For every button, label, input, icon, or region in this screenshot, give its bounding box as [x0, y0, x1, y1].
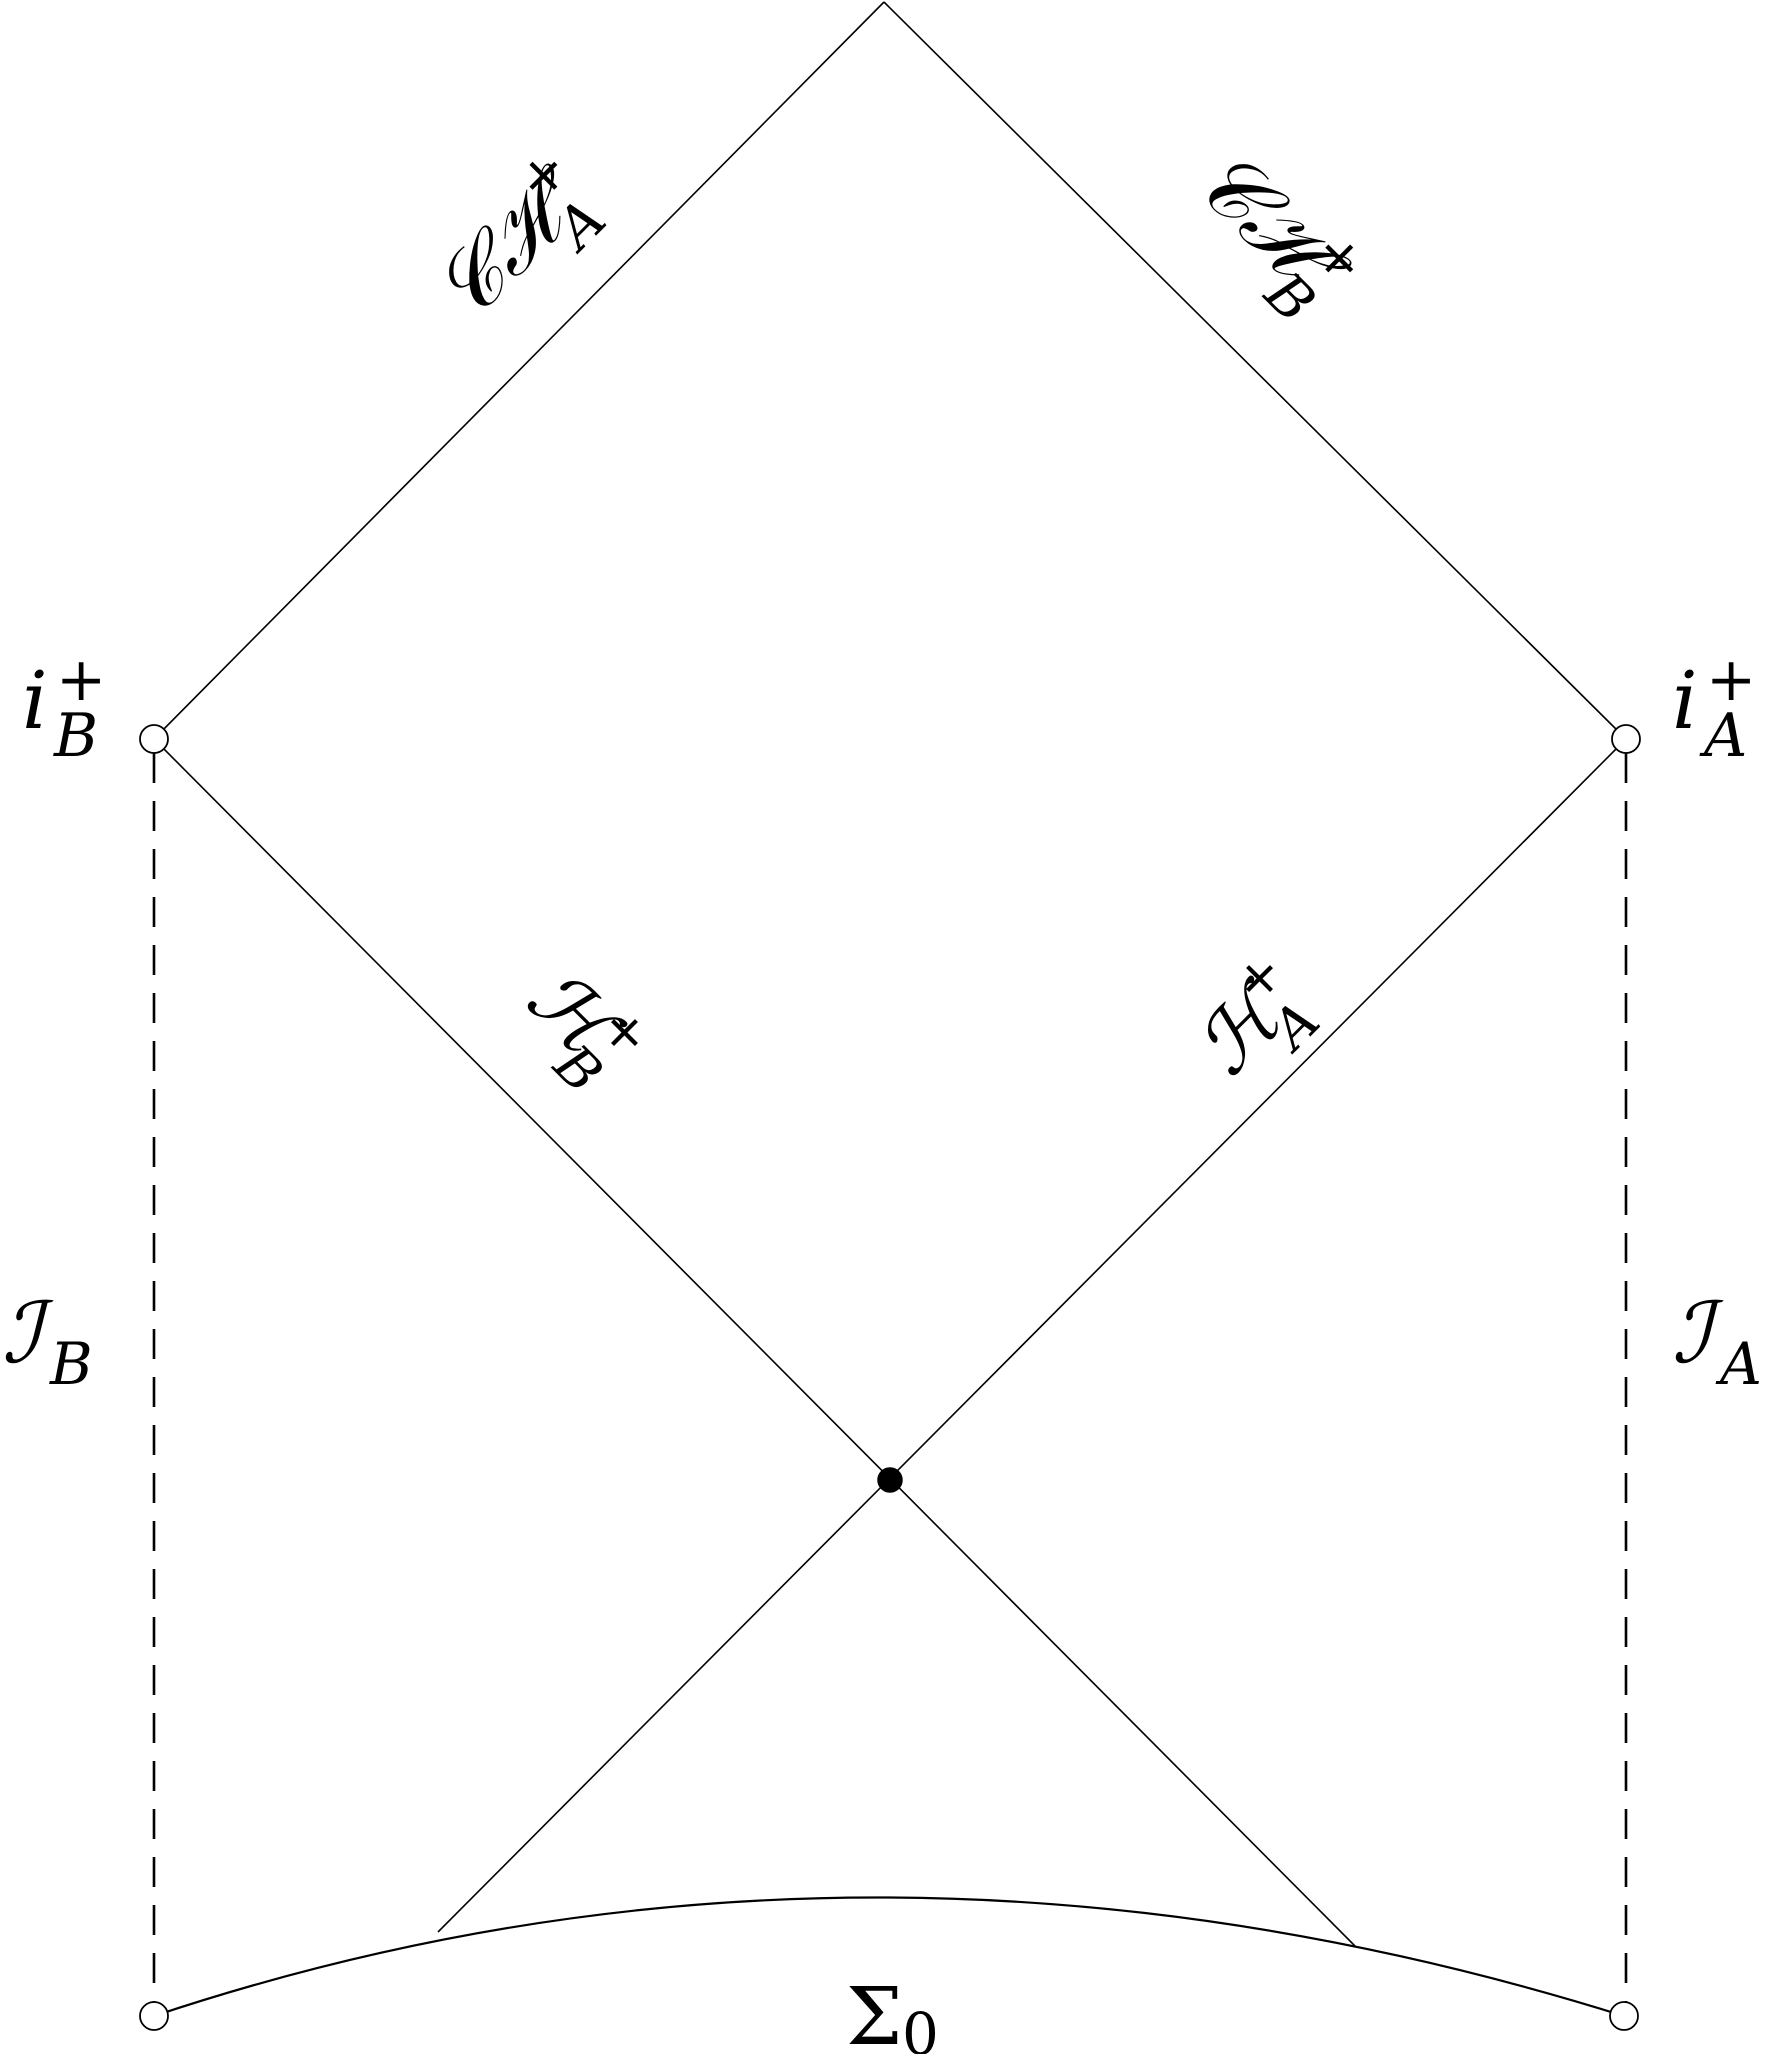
timelike-infinity-b-sub: B	[53, 701, 98, 771]
cauchy-horizon-a-label: 𝒞ℋ + A	[414, 136, 619, 340]
timelike-infinity-a-sup: +	[1706, 645, 1756, 715]
timelike-infinity-b-sup: +	[56, 645, 106, 715]
timelike-infinity-a-symbol: i	[1672, 654, 1698, 747]
event-horizon-a-line	[437, 738, 1627, 1933]
null-infinity-a-sub: A	[1715, 1330, 1762, 1398]
initial-surface-curve	[153, 1896, 1625, 2018]
initial-surface-symbol: Σ	[846, 1970, 903, 2054]
initial-surface-sub: 0	[902, 2000, 939, 2054]
bifurcation-sphere-point	[877, 1467, 903, 1493]
null-infinity-a-label: ℐ A	[1672, 1284, 1762, 1398]
cauchy-horizon-a-line	[153, 1, 885, 740]
cauchy-horizon-b-line	[883, 1, 1627, 740]
timelike-infinity-b-symbol: i	[22, 654, 48, 747]
timelike-infinity-a-label: i + A	[1672, 645, 1756, 771]
timelike-infinity-b-label: i + B	[22, 645, 106, 771]
event-horizon-b-label: ℋ + B	[510, 951, 664, 1106]
future-timelike-infinity-b-point	[139, 724, 169, 754]
null-infinity-b-label: ℐ B	[2, 1284, 93, 1398]
bottom-right-point	[1609, 2001, 1639, 2031]
null-infinity-a-symbol: ℐ	[1672, 1284, 1724, 1382]
bottom-left-point	[139, 2001, 169, 2031]
event-horizon-b-line	[153, 738, 1356, 1947]
null-infinity-b-symbol: ℐ	[2, 1284, 54, 1382]
event-horizon-a-label: ℋ + A	[1178, 939, 1332, 1093]
initial-surface-label: Σ 0	[846, 1970, 939, 2054]
null-infinity-b-sub: B	[49, 1330, 93, 1398]
future-timelike-infinity-a-point	[1611, 724, 1641, 754]
timelike-infinity-a-sub: A	[1699, 701, 1747, 771]
